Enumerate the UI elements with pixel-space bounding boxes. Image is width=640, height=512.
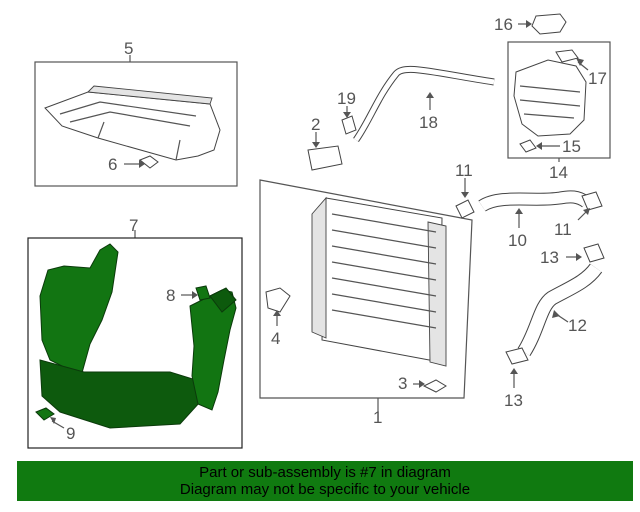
callout-16: 16: [494, 15, 513, 34]
callout-3: 3: [398, 374, 407, 393]
part-17-cap: [555, 49, 579, 63]
callout-13-upper: 13: [540, 248, 559, 267]
part-3-insulator: [422, 379, 447, 393]
part-5-frame: [34, 61, 238, 187]
part-14-surge-tank: [513, 59, 587, 137]
callout-12: 12: [568, 316, 587, 335]
callout-9: 9: [66, 424, 75, 443]
callout-1: 1: [373, 408, 382, 427]
part-1-radiator-group: [259, 132, 473, 412]
callout-4: 4: [271, 329, 280, 348]
part-7-deflector-left-wing: [39, 243, 119, 381]
callout-5: 5: [124, 39, 133, 58]
callout-6: 6: [108, 155, 117, 174]
part-7-air-deflector-group: [27, 230, 243, 449]
callout-11-upper-right: 11: [554, 220, 572, 239]
part-11-clamp-upper-left: [455, 199, 475, 219]
hose-assembly-group: [455, 178, 605, 388]
part-14-surge-tank-group: [507, 13, 611, 162]
part-15-sensor: [519, 139, 537, 153]
part-5-upper-baffle-group: [34, 55, 238, 187]
callout-10: 10: [508, 231, 527, 250]
info-banner: Part or sub-assembly is #7 in diagram Di…: [17, 461, 633, 501]
part-7-deflector-base: [39, 359, 201, 429]
callout-labels: 5 6 7 8 9 1 2 3 4 19 18 16 17 15 14 11 1…: [66, 15, 607, 443]
part-13-clamp-lower: [505, 347, 529, 365]
callout-18: 18: [419, 113, 438, 132]
callout-14: 14: [549, 163, 568, 182]
part-13-clamp-upper: [583, 243, 605, 263]
callout-19: 19: [337, 89, 356, 108]
part-19-hose-clamp: [341, 115, 357, 135]
part-8-pushpin: [195, 285, 211, 301]
part-1-frame: [259, 179, 473, 399]
part-11-clamp-upper-right: [581, 191, 603, 211]
callout-17: 17: [588, 69, 607, 88]
part-2-bracket: [307, 145, 343, 171]
part-7-deflector-right-wing: [189, 289, 237, 411]
callout-11-upper-left: 11: [455, 161, 473, 180]
callout-7: 7: [129, 216, 138, 235]
part-6-pushpin: [139, 155, 159, 169]
callout-8: 8: [166, 286, 175, 305]
callout-2: 2: [311, 115, 320, 134]
callout-15: 15: [562, 137, 581, 156]
part-7-frame: [27, 237, 243, 449]
part-16-pressure-cap: [531, 13, 567, 35]
banner-line-1: Part or sub-assembly is #7 in diagram: [199, 464, 451, 481]
callout-13-lower: 13: [504, 391, 523, 410]
banner-line-2: Diagram may not be specific to your vehi…: [179, 481, 471, 498]
part-9-pushpin: [35, 407, 55, 421]
part-4-drain-plug: [265, 287, 291, 313]
part-18-overflow-hose-group: [341, 65, 495, 143]
